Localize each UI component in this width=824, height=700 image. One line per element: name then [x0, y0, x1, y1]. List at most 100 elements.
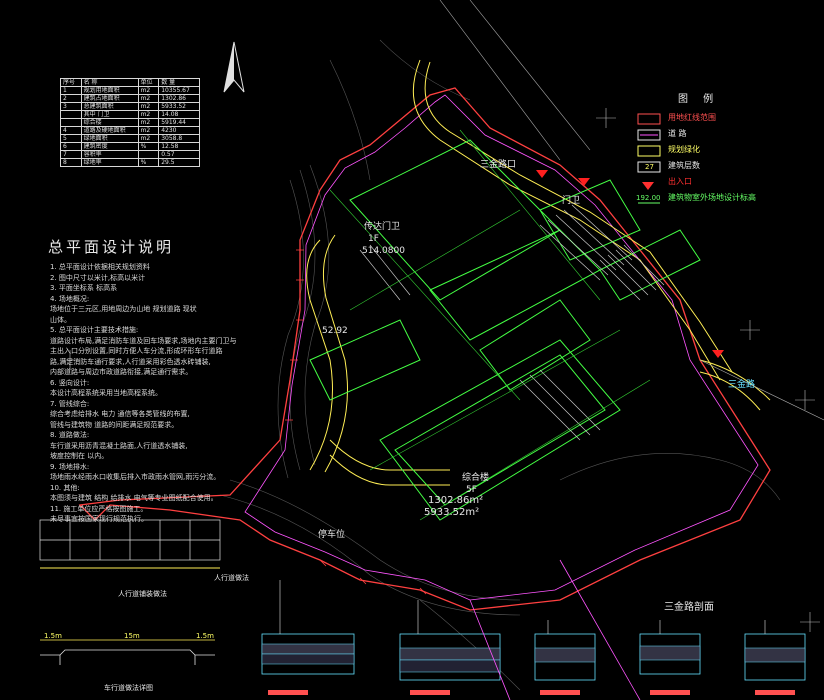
table-cell: 1 — [60, 86, 82, 95]
terrain-contours — [219, 39, 781, 691]
note-line: 4. 场地概况: — [50, 294, 90, 303]
note-line: 综合考虑给排水 电力 通信等各类管线的布置, — [50, 410, 190, 418]
parking-stalls — [359, 204, 665, 441]
note-line: 本图须与建筑 结构 给排水 电气等专业图纸配合使用。 — [50, 494, 218, 502]
note-line: 车行道采用沥青混凝土路面,人行道透水铺装, — [50, 441, 188, 450]
guard-floors-label: 1F — [368, 234, 379, 244]
table-cell — [60, 110, 82, 119]
table-cell: 5 — [60, 134, 82, 143]
note-line: 坡度控制在 以内。 — [50, 452, 109, 460]
table-cell: 绿地面积 — [80, 134, 139, 143]
note-line: 路,满足消防车通行要求,人行道采用彩色透水砖铺装, — [50, 357, 211, 366]
table-cell: m2 — [137, 94, 160, 103]
dim-right: 1.5m — [196, 632, 214, 640]
legend-title: 图 例 — [678, 94, 720, 105]
table-cell: 名 称 — [80, 78, 139, 87]
legend-swatches — [637, 113, 661, 204]
table-cell: 其中 门卫 — [80, 110, 139, 119]
table-cell: 综合楼 — [80, 118, 139, 127]
setback-line — [244, 94, 759, 601]
table-cell: 5919.44 — [158, 118, 200, 127]
legend-item: 道 路 — [668, 129, 687, 138]
table-cell: 2 — [60, 94, 82, 103]
table-cell: m2 — [137, 102, 160, 111]
table-cell: 绿地率 — [80, 158, 139, 167]
table-cell: 建筑密度 — [80, 142, 139, 151]
note-line: 主出入口分别设置,同时方便人车分流,形成环形车行道路 — [50, 347, 223, 355]
table-cell: m2 — [137, 118, 160, 127]
road-cross-section — [40, 639, 215, 665]
note-line: 内部道路与周边市政道路衔接,满足通行需求。 — [50, 368, 193, 376]
table-cell: 12.58 — [158, 142, 200, 151]
grid-axes — [329, 129, 651, 521]
dim-mid: 15m — [124, 632, 140, 640]
road-edge-lines — [469, 559, 641, 700]
gate-label: 门卫 — [562, 196, 581, 206]
building-outlines — [309, 139, 701, 521]
adjacent-road — [439, 0, 824, 421]
note-line: 未尽事宜按国家现行规范执行。 — [50, 515, 148, 523]
note-line: 场地雨水经雨水口收集后排入市政雨水管网,雨污分流。 — [50, 473, 221, 481]
table-cell: 数 量 — [158, 78, 200, 87]
table-cell: 1302.86 — [158, 94, 200, 103]
table-cell: 3 — [60, 102, 82, 111]
table-cell: m2 — [137, 86, 160, 95]
detail-title-2: 车行道做法详图 — [104, 684, 153, 692]
table-cell: m2 — [137, 134, 160, 143]
note-line: 管线与建筑物 道路的间距满足规范要求。 — [50, 420, 179, 429]
guard-name-label: 传达门卫 — [364, 222, 401, 232]
road-label: 三金路 — [728, 380, 756, 390]
detail-title-3: 人行道做法 — [214, 574, 249, 582]
table-cell: 规划用地面积 — [80, 86, 139, 95]
table-cell: % — [137, 142, 160, 151]
dim-left: 1.5m — [44, 632, 62, 640]
north-arrow-icon — [223, 41, 245, 93]
section-details — [261, 580, 806, 695]
detail-title-4: 三金路剖面 — [664, 602, 714, 613]
road-label-2: 三金路口 — [480, 160, 517, 170]
legend-item: 出入口 — [668, 177, 692, 186]
table-cell: 总建筑面积 — [80, 102, 139, 111]
detail-title-1: 人行道铺装做法 — [118, 590, 167, 598]
table-cell: 道路及硬地面积 — [80, 126, 139, 135]
note-line: 9. 场地排水: — [50, 462, 90, 471]
notes-title: 总平面设计说明 — [48, 238, 175, 256]
table-cell — [60, 118, 82, 127]
table-cell: 3058.8 — [158, 134, 200, 143]
note-line: 5. 总平面设计主要技术措施: — [50, 326, 139, 334]
table-cell: 单位 — [137, 78, 160, 87]
table-cell: 序号 — [60, 78, 82, 87]
table-cell: 5933.52 — [158, 102, 200, 111]
boundary-markers — [285, 249, 427, 595]
legend-item: 建筑物室外场地设计标高 — [668, 193, 756, 202]
entrance-icon — [536, 170, 724, 358]
main-building-name: 综合楼 — [462, 473, 490, 483]
note-line: 场地位于三元区,用地周边为山地 规划道路 现状 — [50, 305, 197, 313]
guard-elev-label: 514.0800 — [362, 246, 405, 256]
note-line: 本设计高程系统采用当地高程系统。 — [50, 389, 162, 397]
table-cell: 14.08 — [158, 110, 200, 119]
table-cell: 6 — [60, 142, 82, 151]
main-building-area2: 5933.52m² — [424, 507, 480, 518]
note-line: 道路设计布局,满足消防车道及回车场要求,场地内主要门卫与 — [50, 336, 237, 345]
main-building-area1: 1302.86m² — [428, 495, 484, 506]
property-boundary-line — [78, 87, 771, 611]
legend-level-mark: 27 — [645, 163, 654, 171]
table-cell: 4230 — [158, 126, 200, 135]
paving-detail-plan — [39, 519, 221, 561]
note-line: 10. 其他: — [50, 483, 80, 492]
table-cell: m2 — [137, 110, 160, 119]
